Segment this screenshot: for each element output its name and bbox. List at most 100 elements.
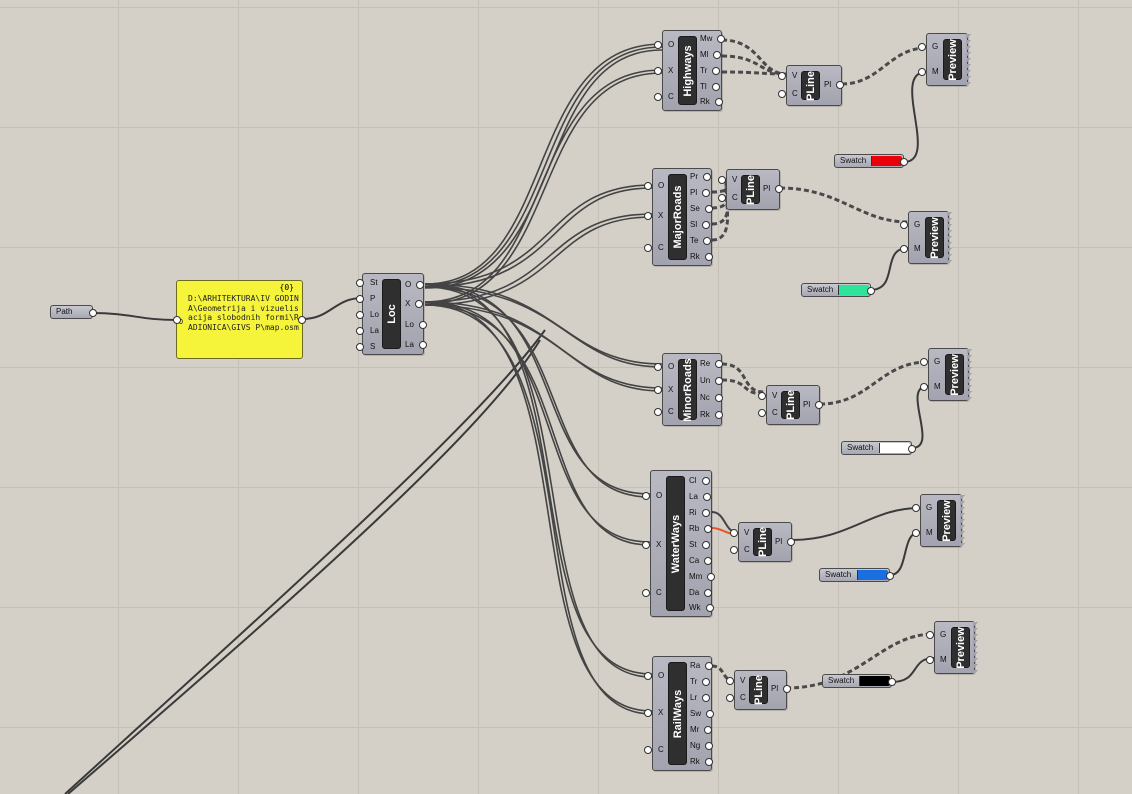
preview-input-g[interactable]: G bbox=[925, 630, 947, 639]
majorroads-input-o[interactable]: O bbox=[643, 181, 665, 190]
file-path-panel[interactable]: {0} 0 D:\ARHITEKTURA\IV GODINA\Geometrij… bbox=[173, 280, 306, 359]
highways-output-tl[interactable]: Tl bbox=[700, 82, 719, 91]
waterways-output-da[interactable]: Da bbox=[689, 588, 713, 597]
majorroads-output-pr[interactable]: Pr bbox=[690, 172, 711, 181]
minorroads-input-x[interactable]: X bbox=[653, 385, 674, 394]
loc-output-la[interactable]: La bbox=[405, 340, 427, 349]
preview-input-m[interactable]: M bbox=[912, 528, 933, 537]
minorroads-output-un[interactable]: Un bbox=[700, 376, 724, 385]
railways-output-tr[interactable]: Tr bbox=[690, 677, 712, 686]
highways-output-mw[interactable]: Mw bbox=[700, 34, 727, 43]
pline-output-pl[interactable]: Pl bbox=[763, 184, 784, 193]
waterways-output-la[interactable]: La bbox=[689, 492, 711, 501]
loc-output-lo[interactable]: Lo bbox=[405, 320, 427, 329]
waterways-output-rb[interactable]: Rb bbox=[689, 524, 713, 533]
minorroads-component[interactable]: MinorRoads O X C Re Un Nc Rk bbox=[653, 353, 724, 426]
preview-input-g[interactable]: G bbox=[917, 42, 939, 51]
waterways-output-st[interactable]: St bbox=[689, 540, 709, 549]
railways-output-ra[interactable]: Ra bbox=[690, 661, 714, 670]
waterways-output-wk[interactable]: Wk bbox=[689, 603, 713, 612]
railways-output-lr[interactable]: Lr bbox=[690, 693, 711, 702]
railways-input-c[interactable]: C bbox=[644, 745, 664, 754]
swatch-black[interactable]: Swatch bbox=[822, 674, 896, 688]
railways-input-o[interactable]: O bbox=[643, 671, 665, 680]
swatch-output-knob[interactable] bbox=[886, 572, 894, 580]
preview-component-minorroads[interactable]: Preview G M bbox=[919, 348, 972, 401]
majorroads-output-se[interactable]: Se bbox=[690, 204, 713, 213]
waterways-component[interactable]: WaterWays O X C Cl La Ri Rb St Ca Mm Da … bbox=[641, 470, 716, 617]
swatch-output-knob[interactable] bbox=[908, 445, 916, 453]
majorroads-output-rk[interactable]: Rk bbox=[690, 252, 713, 261]
highways-output-tr[interactable]: Tr bbox=[700, 66, 722, 75]
loc-input-lo[interactable]: Lo bbox=[356, 310, 379, 319]
minorroads-output-nc[interactable]: Nc bbox=[700, 393, 723, 402]
loc-output-o[interactable]: O bbox=[405, 280, 425, 289]
pline-input-v[interactable]: V bbox=[777, 71, 798, 80]
pline-component-minorroads[interactable]: PLine V C Pl bbox=[757, 385, 824, 425]
pline-input-c[interactable]: C bbox=[718, 193, 738, 202]
railways-output-rk[interactable]: Rk bbox=[690, 757, 713, 766]
preview-input-m[interactable]: M bbox=[920, 382, 941, 391]
pline-input-c[interactable]: C bbox=[758, 408, 778, 417]
preview-component-majorroads[interactable]: Preview G M bbox=[899, 211, 952, 264]
swatch-output-knob[interactable] bbox=[867, 287, 875, 295]
swatch-color-chip[interactable] bbox=[857, 570, 888, 580]
pline-input-c[interactable]: C bbox=[726, 693, 746, 702]
panel-input-knob[interactable] bbox=[173, 316, 181, 324]
railways-input-x[interactable]: X bbox=[643, 708, 664, 717]
path-parameter[interactable]: Path bbox=[50, 305, 97, 319]
preview-input-g[interactable]: G bbox=[911, 503, 933, 512]
swatch-color-chip[interactable] bbox=[879, 443, 910, 453]
preview-input-m[interactable]: M bbox=[900, 244, 921, 253]
pline-component-majorroads[interactable]: PLine V C Pl bbox=[717, 169, 784, 210]
path-output-knob[interactable] bbox=[89, 309, 97, 317]
waterways-input-c[interactable]: C bbox=[642, 588, 662, 597]
highways-input-c[interactable]: C bbox=[654, 92, 674, 101]
pline-component-railways[interactable]: PLine V C Pl bbox=[725, 670, 792, 710]
loc-input-st[interactable]: St bbox=[356, 278, 378, 287]
swatch-white[interactable]: Swatch bbox=[841, 441, 916, 455]
railways-output-mr[interactable]: Mr bbox=[690, 725, 714, 734]
swatch-color-chip[interactable] bbox=[838, 285, 869, 295]
panel-output-knob[interactable] bbox=[298, 316, 306, 324]
pline-input-v[interactable]: V bbox=[729, 528, 750, 537]
loc-input-la[interactable]: La bbox=[356, 326, 379, 335]
loc-output-x[interactable]: X bbox=[405, 299, 425, 308]
railways-output-ng[interactable]: Ng bbox=[690, 741, 714, 750]
majorroads-component[interactable]: MajorRoads O X C Pr Pl Se Sl Te Rk bbox=[643, 168, 713, 266]
preview-component-railways[interactable]: Preview G M bbox=[925, 621, 978, 674]
waterways-output-cl[interactable]: Cl bbox=[689, 476, 709, 485]
pline-input-v[interactable]: V bbox=[717, 175, 738, 184]
preview-input-m[interactable]: M bbox=[926, 655, 947, 664]
pline-output-pl[interactable]: Pl bbox=[771, 684, 792, 693]
pline-component-waterways[interactable]: PLine V C Pl bbox=[729, 522, 796, 562]
swatch-output-knob[interactable] bbox=[888, 678, 896, 686]
pline-output-pl[interactable]: Pl bbox=[803, 400, 824, 409]
pline-output-pl[interactable]: Pl bbox=[775, 537, 796, 546]
waterways-output-ca[interactable]: Ca bbox=[689, 556, 713, 565]
highways-output-rk[interactable]: Rk bbox=[700, 97, 723, 106]
preview-input-g[interactable]: G bbox=[899, 220, 921, 229]
pline-input-v[interactable]: V bbox=[725, 676, 746, 685]
minorroads-input-o[interactable]: O bbox=[653, 362, 675, 371]
waterways-output-mm[interactable]: Mm bbox=[689, 572, 716, 581]
majorroads-input-c[interactable]: C bbox=[644, 243, 664, 252]
majorroads-input-x[interactable]: X bbox=[643, 211, 664, 220]
pline-component-highways[interactable]: PLine V C Pl bbox=[777, 65, 845, 106]
highways-input-x[interactable]: X bbox=[653, 66, 674, 75]
swatch-green[interactable]: Swatch bbox=[801, 283, 875, 297]
swatch-output-knob[interactable] bbox=[900, 158, 908, 166]
highways-output-ml[interactable]: Ml bbox=[700, 50, 723, 59]
highways-component[interactable]: Highways O X C Mw Ml Tr Tl Rk bbox=[653, 30, 727, 111]
pline-output-pl[interactable]: Pl bbox=[824, 80, 845, 89]
preview-input-m[interactable]: M bbox=[918, 67, 939, 76]
highways-input-o[interactable]: O bbox=[653, 40, 675, 49]
waterways-output-ri[interactable]: Ri bbox=[689, 508, 709, 517]
loc-component[interactable]: Loc St P Lo La S O X Lo La bbox=[355, 273, 427, 355]
swatch-blue[interactable]: Swatch bbox=[819, 568, 894, 582]
railways-output-sw[interactable]: Sw bbox=[690, 709, 715, 718]
swatch-color-chip[interactable] bbox=[871, 156, 902, 166]
majorroads-output-te[interactable]: Te bbox=[690, 236, 713, 245]
preview-component-highways[interactable]: Preview G M bbox=[917, 33, 971, 86]
